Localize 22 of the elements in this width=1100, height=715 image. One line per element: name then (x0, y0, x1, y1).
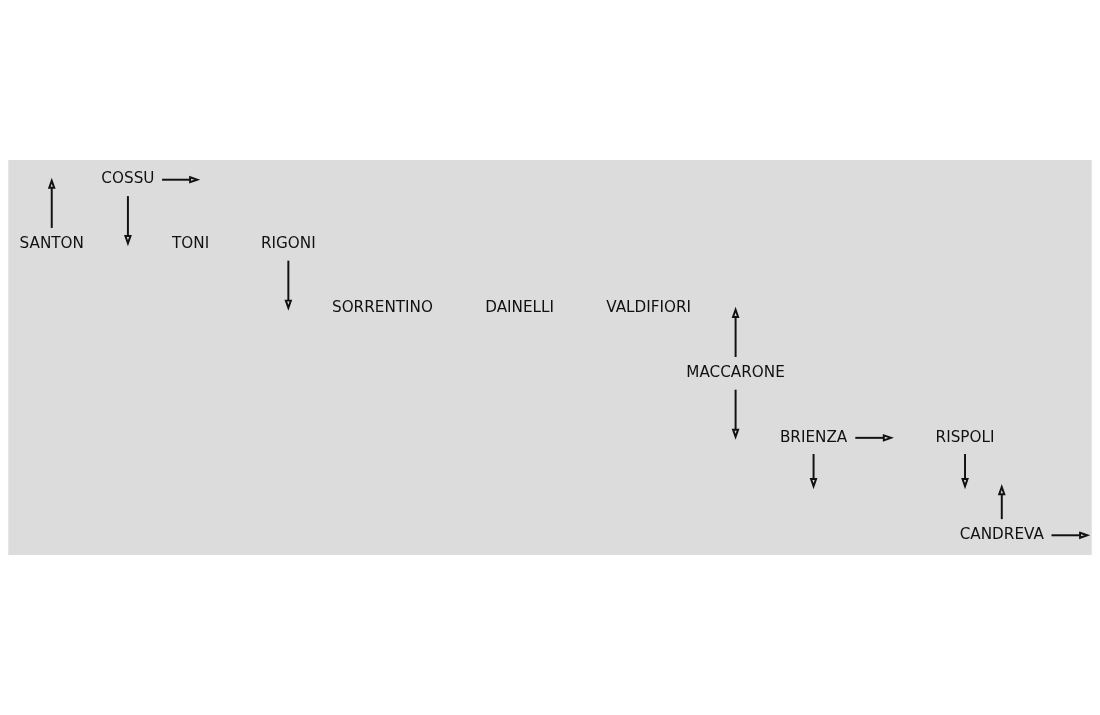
node-text: MACCARONE (686, 362, 785, 381)
arrow (809, 453, 818, 490)
label: TONI (172, 233, 210, 252)
label: VALDIFIORI (606, 298, 692, 317)
arrow (1050, 531, 1091, 540)
arrow (731, 388, 740, 440)
node-text: RIGONI (261, 233, 316, 252)
label: DAINELLI (485, 298, 554, 317)
arrow (47, 177, 56, 229)
arrow (284, 259, 293, 311)
arrow (731, 306, 740, 358)
node-text: CANDREVA (959, 524, 1044, 543)
node-text: COSSU (101, 169, 155, 188)
arrow (997, 484, 1006, 521)
arrow (161, 175, 201, 184)
arrow (961, 453, 969, 490)
node-text: BRIENZA (779, 427, 848, 446)
arrow (854, 433, 894, 442)
node-text: RISPOLI (935, 427, 995, 446)
label: SORRENTINO (331, 298, 433, 317)
node-text: SANTON (19, 233, 84, 252)
arrow (124, 195, 132, 247)
